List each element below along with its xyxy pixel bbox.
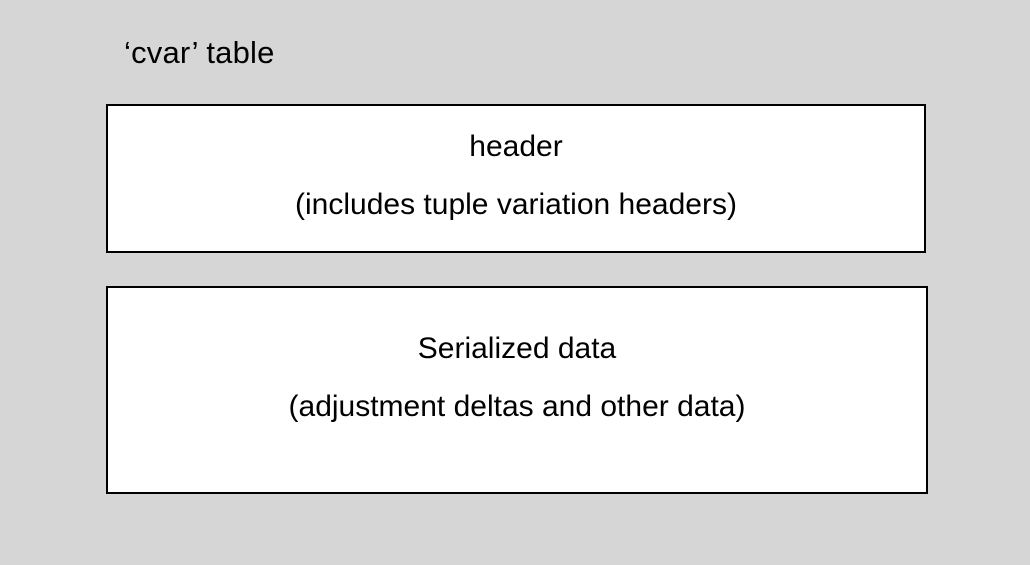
page-title: ‘cvar’ table [124,35,275,70]
header-block: header (includes tuple variation headers… [106,104,926,253]
serialized-data-block-line-2: (adjustment deltas and other data) [288,390,746,423]
serialized-data-block-line-1: Serialized data [417,332,617,365]
header-block-line-2: (includes tuple variation headers) [295,188,737,221]
serialized-data-block: Serialized data (adjustment deltas and o… [106,286,928,494]
header-block-line-1: header [469,130,563,163]
